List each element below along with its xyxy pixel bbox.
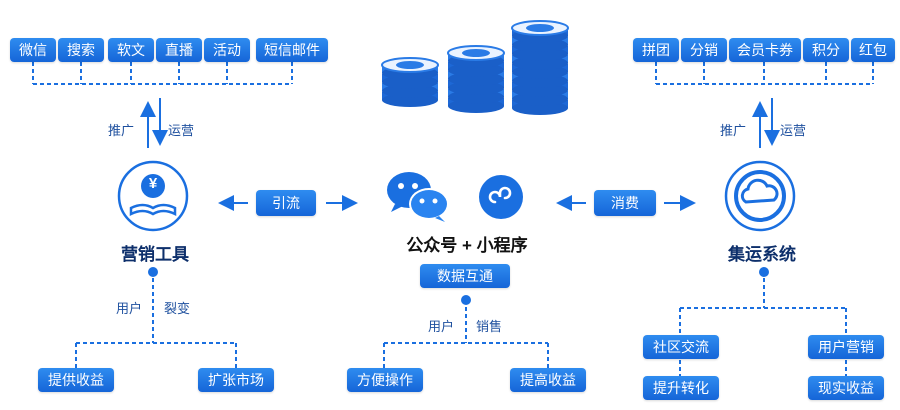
outcome-chip-community: 社区交流 <box>643 335 719 359</box>
mini-program-icon <box>478 174 524 220</box>
outcome-chip-expand-market: 扩张市场 <box>198 368 274 392</box>
channel-chip-red-packet: 红包 <box>851 38 895 62</box>
right-push-label: 推广 <box>720 123 747 138</box>
channel-chip-search: 搜索 <box>58 38 104 62</box>
link-chip-consume: 消费 <box>594 190 656 216</box>
channel-chip-event: 活动 <box>204 38 250 62</box>
marketing-tools-title: 营销工具 <box>121 245 189 264</box>
outcome-chip-provide-income: 提供收益 <box>38 368 114 392</box>
data-sync-badge: 数据互通 <box>420 264 510 288</box>
channel-chip-live: 直播 <box>156 38 202 62</box>
left-branch-label-fission: 裂变 <box>164 301 191 316</box>
marketing-tools-icon: ¥ <box>117 160 189 232</box>
channel-chip-points: 积分 <box>803 38 849 62</box>
wechat-icon <box>385 170 451 224</box>
channel-chip-group-buy: 拼团 <box>633 38 679 62</box>
right-operate-label: 运营 <box>780 123 807 138</box>
channel-chip-distribution: 分销 <box>681 38 727 62</box>
outcome-chip-raise-income: 提高收益 <box>510 368 586 392</box>
cloud-system-icon <box>724 160 796 232</box>
left-push-label: 推广 <box>108 123 135 138</box>
link-chip-traffic: 引流 <box>256 190 316 216</box>
channel-chip-sms-email: 短信邮件 <box>256 38 328 62</box>
yuan-glyph: ¥ <box>148 175 158 192</box>
left-operate-label: 运营 <box>168 123 195 138</box>
outcome-chip-real-income: 现实收益 <box>808 376 884 400</box>
outcome-chip-easy-operation: 方便操作 <box>347 368 423 392</box>
channel-chip-article: 软文 <box>108 38 154 62</box>
center-branch-label-sales: 销售 <box>476 319 503 334</box>
center-branch-label-users: 用户 <box>428 319 455 334</box>
channel-chip-member-card: 会员卡券 <box>729 38 801 62</box>
outcome-chip-user-marketing: 用户营销 <box>808 335 884 359</box>
system-title: 集运系统 <box>728 245 796 264</box>
left-branch-label-users: 用户 <box>116 301 143 316</box>
center-node-title: 公众号 + 小程序 <box>406 236 528 255</box>
channel-chip-wechat: 微信 <box>10 38 56 62</box>
outcome-chip-conversion: 提升转化 <box>643 376 719 400</box>
